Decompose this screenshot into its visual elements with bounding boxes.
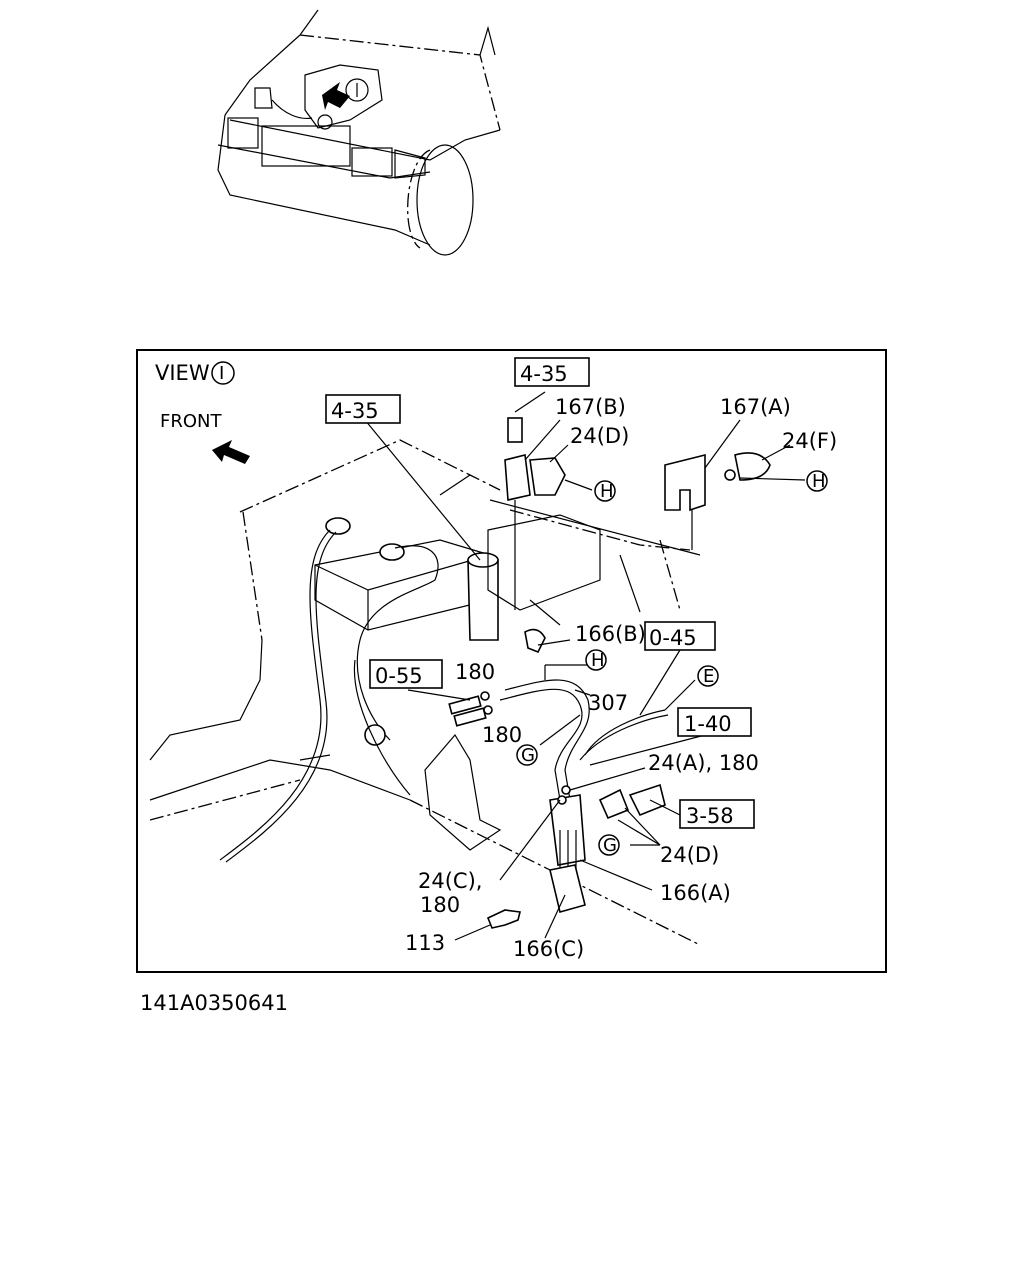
detail-view-frame — [136, 349, 887, 973]
marker-h-1: H — [594, 480, 616, 502]
drawing-code: 141A0350641 — [140, 991, 288, 1015]
front-label: FRONT — [160, 411, 222, 432]
ref-box-0-45: 0-45 — [644, 621, 716, 651]
view-marker-circle — [211, 361, 235, 385]
ref-box-3-58: 3-58 — [679, 799, 755, 829]
ref-box-0-55: 0-55 — [369, 659, 443, 689]
label-24d-bottom: 24(D) — [660, 843, 719, 867]
ref-box-4-35-top: 4-35 — [514, 357, 590, 387]
label-180-lower: 180 — [482, 723, 522, 747]
ref-box-4-35-left: 4-35 — [325, 394, 401, 424]
label-24d-top: 24(D) — [570, 424, 629, 448]
label-166a: 166(A) — [660, 881, 731, 905]
label-167b: 167(B) — [555, 395, 626, 419]
label-180-upper: 180 — [455, 660, 495, 684]
svg-text:E: E — [703, 666, 714, 687]
marker-h-3: H — [585, 649, 607, 671]
svg-text:1-40: 1-40 — [684, 712, 732, 736]
svg-text:H: H — [812, 471, 826, 492]
svg-text:0-55: 0-55 — [375, 664, 423, 688]
label-24a-180: 24(A), 180 — [648, 751, 759, 775]
svg-text:0-45: 0-45 — [649, 626, 697, 650]
label-167a: 167(A) — [720, 395, 791, 419]
svg-text:3-58: 3-58 — [686, 804, 734, 828]
view-marker: I — [219, 363, 224, 384]
label-180-bottom: 180 — [420, 893, 460, 917]
wiring-harness — [448, 628, 669, 929]
svg-text:4-35: 4-35 — [331, 399, 379, 423]
marker-g-1: G — [516, 744, 538, 766]
leader-lines — [364, 391, 791, 941]
ref-box-1-40: 1-40 — [677, 707, 752, 737]
clip-167a-assembly — [664, 452, 806, 550]
marker-h-2: H — [806, 470, 828, 492]
label-307: 307 — [588, 691, 628, 715]
label-24c: 24(C), — [418, 869, 482, 893]
label-166c: 166(C) — [513, 937, 584, 961]
svg-text:G: G — [603, 835, 617, 856]
view-arrow-icon — [322, 82, 350, 110]
engine-bay-lines — [149, 439, 701, 946]
label-166b: 166(B) — [575, 622, 646, 646]
label-113: 113 — [405, 931, 445, 955]
view-label: VIEW — [155, 361, 210, 385]
svg-text:H: H — [591, 650, 605, 671]
marker-e: E — [697, 665, 719, 687]
vehicle-overview — [217, 9, 501, 256]
svg-text:H: H — [600, 481, 614, 502]
svg-text:4-35: 4-35 — [520, 362, 568, 386]
svg-text:G: G — [521, 745, 535, 766]
marker-g-2: G — [598, 834, 620, 856]
front-arrow-icon — [212, 440, 250, 464]
clip-167b-assembly — [504, 417, 593, 610]
label-24f: 24(F) — [782, 429, 837, 453]
